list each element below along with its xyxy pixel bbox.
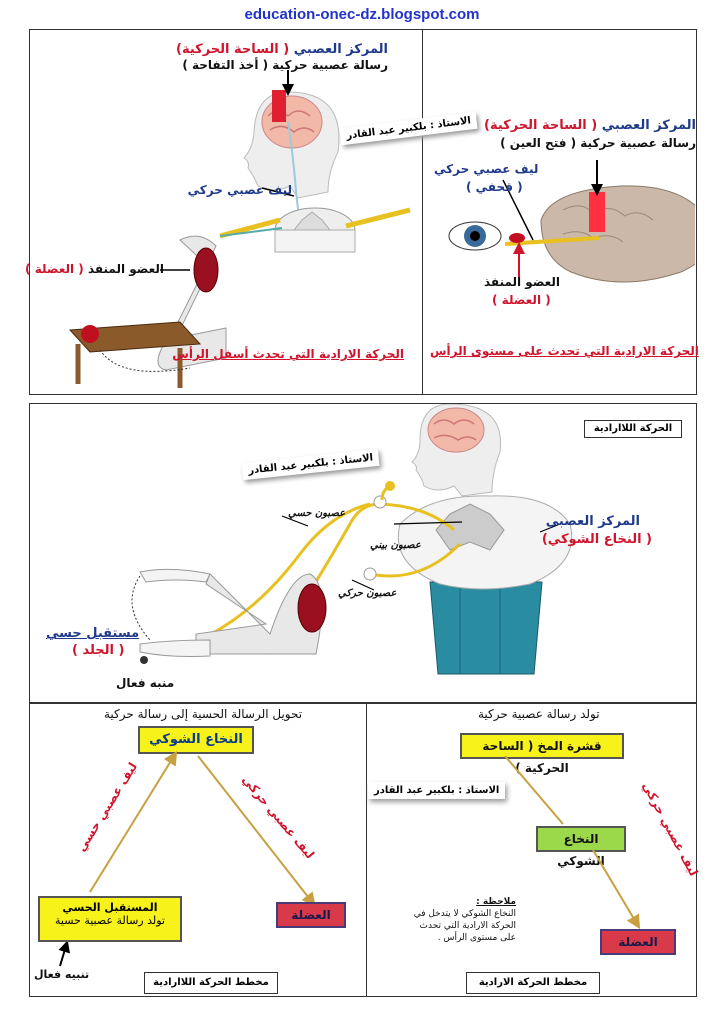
panel-c-stimulus: منبه فعال [116, 676, 175, 690]
panel-d-stimulus: تنبيه فعال [34, 968, 90, 981]
panel-e-heading: تولد رسالة عصبية حركية [478, 707, 600, 721]
panel-d-spinal-box: النخاع الشوكي [138, 726, 254, 754]
panel-e-cortex-box: قشرة المخ ( الساحة الحركية ) [460, 733, 624, 775]
panel-b-message: رسالة عصبية حركية ( فتح العين ) [500, 136, 696, 150]
panel-c-title: الحركة اللاارادية [584, 420, 682, 438]
top-divider [422, 29, 423, 395]
panel-c-inter: عصبون بيني [370, 540, 421, 551]
panel-e-spinal-box: النخاع الشوكي [536, 826, 626, 868]
panel-d-arrows [58, 750, 316, 967]
panel-e-stamp: الاستاذ : بلكبير عبد القادر [368, 782, 506, 799]
panel-c-receptor: مستقبل حسي [46, 626, 140, 641]
panel-e-arrows [504, 755, 641, 930]
panel-d-receptor-sub: تولد رسالة عصبية حسية [55, 914, 165, 927]
panel-e-muscle-box: العضلة [600, 929, 676, 955]
panel-e-note-title: ملاحظة : [476, 897, 516, 907]
panel-a-organ: العضو المنفذ ( العضلة ) [25, 262, 164, 276]
panel-e-note-line2: الحركة الارادية التي تحدث [419, 921, 517, 931]
panel-a-message: رسالة عصبية حركية ( أخذ التفاحة ) [182, 58, 388, 72]
panel-b-illustration [448, 160, 695, 283]
panel-d-receptor-box: المستقبل الحسي تولد رسالة عصبية حسية [38, 896, 182, 942]
panel-e-note-line3: على مستوى الرأس . [437, 933, 516, 943]
panel-b-organ: العضو المنفذ [484, 275, 561, 289]
middle-frame [29, 403, 697, 703]
panel-c-illustration [131, 404, 573, 675]
panel-d-muscle-box: العضلة [276, 902, 346, 928]
panel-c-center: المركز العصبي [545, 514, 640, 529]
panel-c-sensory: عصبون حسي [288, 508, 346, 519]
panel-b-nerve-paren: ( قحفي ) [466, 180, 523, 194]
panel-b-organ-paren: ( العضلة ) [492, 293, 551, 307]
top-frame [29, 29, 697, 395]
panel-e-note-line1: النخاع الشوكي لا يتدخل في [413, 909, 516, 919]
panel-a-nerve: ليف عصبي حركي [187, 183, 292, 197]
panel-c-motor: عصبون حركي [338, 588, 397, 599]
panel-d-receptor-title: المستقبل الحسي [62, 901, 158, 914]
panel-b-caption: الحركة الارادية التي تحدث على مستوى الرأ… [430, 344, 699, 358]
site-url[interactable]: education-onec-dz.blogspot.com [244, 6, 480, 23]
panel-c-receptor-paren: ( الجلد ) [72, 643, 125, 658]
panel-b-nerve: ليف عصبي حركي [434, 162, 539, 176]
panel-e-caption: مخطط الحركة الارادية [466, 972, 600, 994]
panel-a-caption: الحركة الارادية التي تحدث أسفل الرأس [172, 347, 404, 361]
panel-d-heading: تحويل الرسالة الحسية إلى رسالة حركية [104, 707, 303, 721]
panel-d-caption: مخطط الحركة اللاارادية [144, 972, 278, 994]
bottom-frame [29, 703, 697, 997]
panel-a-center: المركز العصبي ( الساحة الحركية) [176, 42, 388, 57]
bottom-divider [366, 703, 367, 997]
panel-b-center: المركز العصبي ( الساحة الحركية) [484, 118, 696, 133]
panel-c-center-paren: ( النخاع الشوكي) [541, 532, 652, 547]
panel-e-note: ملاحظة : النخاع الشوكي لا يتدخل في الحرك… [396, 896, 516, 944]
panel-a-illustration [68, 70, 411, 388]
